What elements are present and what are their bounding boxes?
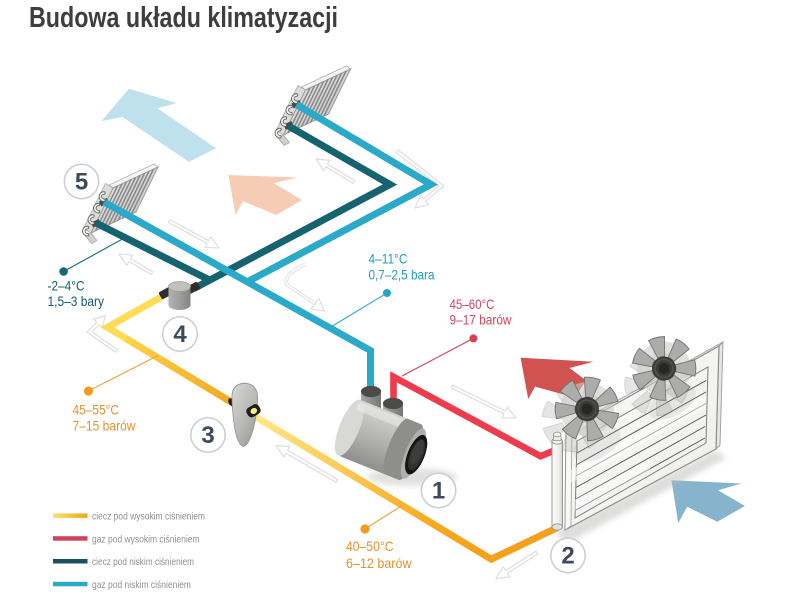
svg-text:ciecz pod wysokim ciśnieniem: ciecz pod wysokim ciśnieniem [92, 511, 205, 523]
svg-text:gaz pod niskim ciśnieniem: gaz pod niskim ciśnieniem [92, 579, 191, 591]
svg-text:5: 5 [75, 169, 88, 196]
svg-text:1,5–3 bary: 1,5–3 bary [48, 293, 105, 309]
svg-text:7–15 barów: 7–15 barów [73, 418, 137, 434]
svg-text:40–50°C: 40–50°C [346, 538, 394, 554]
svg-text:4–11°C: 4–11°C [369, 251, 408, 267]
svg-text:45–60°C: 45–60°C [450, 296, 495, 312]
svg-text:1: 1 [432, 478, 445, 505]
svg-text:9–17 barów: 9–17 barów [450, 312, 513, 328]
svg-text:4: 4 [173, 321, 187, 348]
svg-text:6–12 barów: 6–12 barów [346, 555, 412, 571]
svg-text:ciecz pod niskim ciśnieniem: ciecz pod niskim ciśnieniem [92, 556, 194, 568]
svg-text:2: 2 [561, 543, 574, 570]
svg-text:0,7–2,5 bara: 0,7–2,5 bara [369, 267, 435, 283]
svg-text:-2–4°C: -2–4°C [48, 278, 85, 294]
svg-text:45–55°C: 45–55°C [73, 402, 120, 418]
svg-text:Budowa układu klimatyzacji: Budowa układu klimatyzacji [29, 2, 338, 34]
svg-text:gaz pod wysokim ciśnieniem: gaz pod wysokim ciśnieniem [92, 533, 200, 545]
svg-text:3: 3 [201, 422, 214, 449]
